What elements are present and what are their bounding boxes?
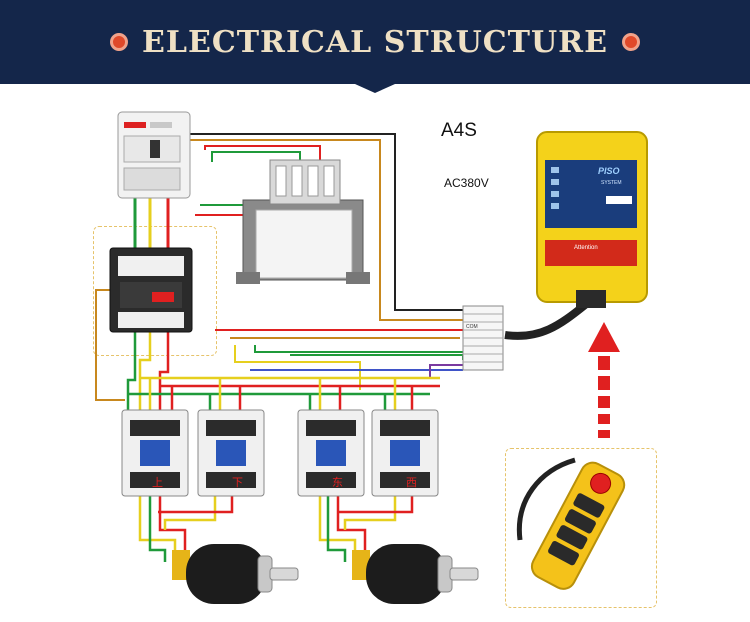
contactor-4: 西 xyxy=(371,409,439,497)
transformer xyxy=(236,159,370,284)
contactor-3-label: 东 xyxy=(332,476,343,489)
receiver-brand-sub: SYSTEM xyxy=(601,180,622,186)
signal-arrow-icon xyxy=(588,322,620,438)
wires xyxy=(95,133,588,562)
receiver-brand: PISO xyxy=(598,166,620,176)
receiver-warning-title: Attention xyxy=(574,245,598,251)
contactor-1: 上 xyxy=(121,409,189,497)
terminal-strip: COM xyxy=(462,305,504,371)
contactor-3: 东 xyxy=(297,409,365,497)
contactor-1-label: 上 xyxy=(152,476,163,489)
motor-2 xyxy=(352,544,479,604)
main-contactor xyxy=(109,247,193,333)
terminal-label-com: COM xyxy=(466,324,478,330)
contactor-2-label: 下 xyxy=(232,476,243,489)
title-bullet-right-icon xyxy=(621,33,640,51)
header-notch xyxy=(355,84,395,93)
contactor-area-outline xyxy=(93,226,217,356)
circuit-breaker xyxy=(117,111,191,199)
page-title: ELECTRICAL STRUCTURE xyxy=(142,24,608,60)
contactor-2: 下 xyxy=(197,409,265,497)
model-label: A4S xyxy=(441,120,477,141)
voltage-label: AC380V xyxy=(444,176,489,190)
header-title-row: ELECTRICAL STRUCTURE xyxy=(0,0,750,84)
remote-control xyxy=(516,457,626,590)
remote-area-outline xyxy=(505,448,657,608)
receiver-unit: PISO SYSTEM Attention xyxy=(536,131,648,308)
motor-1 xyxy=(172,544,299,604)
contactor-4-label: 西 xyxy=(406,476,417,489)
emergency-stop-icon xyxy=(590,472,612,494)
title-bullet-left-icon xyxy=(110,33,129,51)
